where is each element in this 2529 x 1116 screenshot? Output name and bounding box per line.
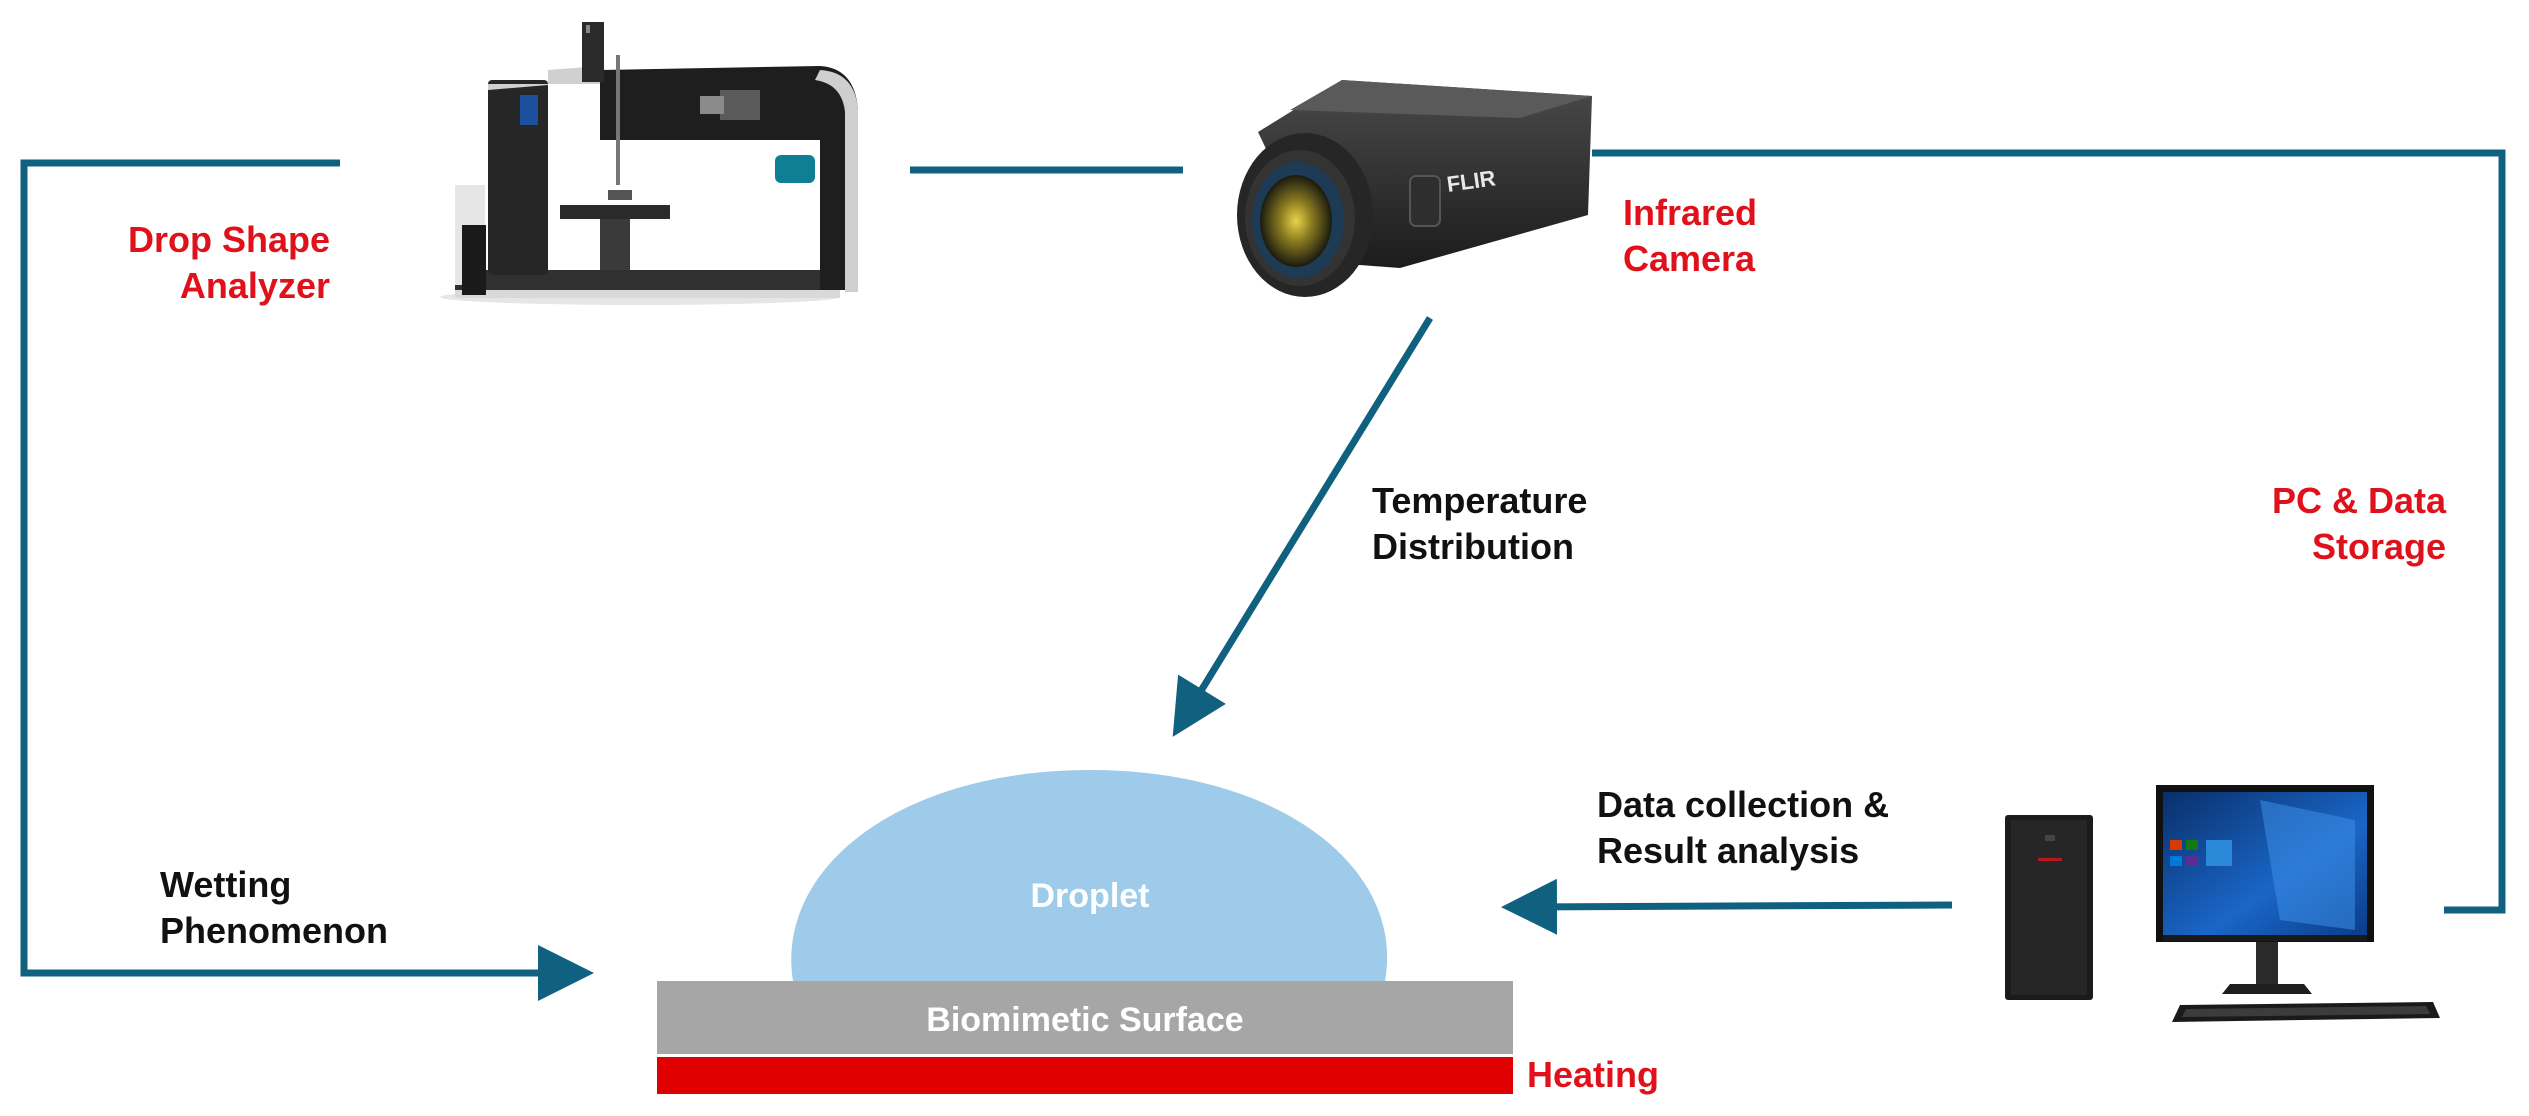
label-infrared-camera-line2: Camera bbox=[1623, 238, 1756, 279]
heating-layer bbox=[657, 1057, 1513, 1094]
label-data-line2: Result analysis bbox=[1597, 830, 1860, 871]
arrow-data-collection bbox=[1501, 878, 1953, 935]
infrared-camera-icon: FLIR bbox=[1237, 80, 1592, 297]
label-drop-shape-analyzer: Drop Shape Analyzer bbox=[80, 217, 330, 309]
label-temperature-distribution: Temperature Distribution bbox=[1372, 478, 1587, 570]
label-drop-shape-analyzer-line1: Drop Shape bbox=[127, 219, 330, 260]
desktop-pc-icon bbox=[2005, 785, 2440, 1022]
label-pc-data-storage: PC & Data Storage bbox=[2200, 478, 2446, 570]
drop-shape-analyzer-icon bbox=[440, 22, 858, 305]
label-temperature-line1: Temperature bbox=[1372, 480, 1588, 521]
label-pc-data-storage-line1: PC & Data bbox=[2271, 480, 2446, 521]
label-heating: Heating bbox=[1527, 1054, 1660, 1095]
label-temperature-line2: Distribution bbox=[1372, 526, 1574, 567]
label-infrared-camera: Infrared Camera bbox=[1623, 190, 1757, 282]
label-pc-data-storage-line2: Storage bbox=[2311, 526, 2446, 567]
label-infrared-camera-line1: Infrared bbox=[1623, 192, 1758, 233]
connector-camera-to-pc bbox=[1592, 149, 2506, 914]
label-data-collection: Data collection & Result analysis bbox=[1597, 782, 1889, 874]
label-drop-shape-analyzer-line2: Analyzer bbox=[179, 265, 330, 306]
biomimetic-surface bbox=[657, 981, 1513, 1054]
label-droplet: Droplet bbox=[1030, 877, 1150, 915]
arrow-temperature-distribution bbox=[1172, 316, 1433, 737]
label-wetting-line2: Phenomenon bbox=[160, 910, 389, 951]
label-wetting-phenomenon: Wetting Phenomenon bbox=[160, 862, 388, 954]
label-wetting-line1: Wetting bbox=[160, 864, 292, 905]
label-data-line1: Data collection & bbox=[1597, 784, 1890, 825]
connector-analyzer-to-surface bbox=[20, 159, 594, 1001]
label-biomimetic-surface: Biomimetic Surface bbox=[926, 1001, 1244, 1039]
droplet-shape bbox=[791, 770, 1388, 981]
